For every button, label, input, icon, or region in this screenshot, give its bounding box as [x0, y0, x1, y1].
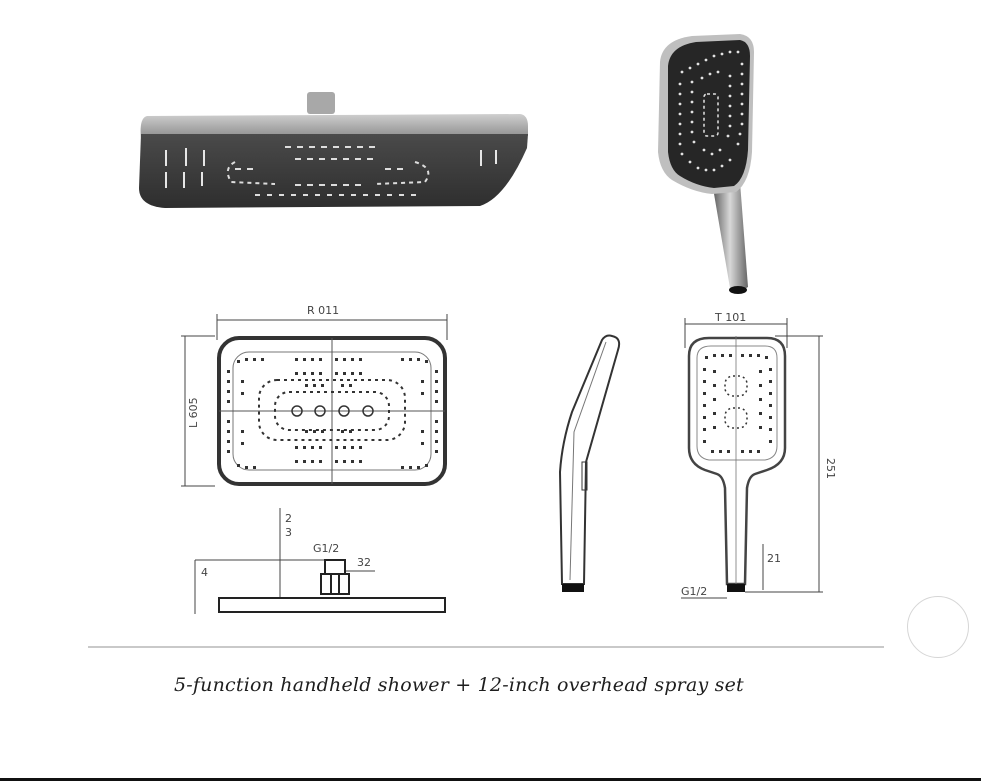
neck-dimension-label: 21: [767, 552, 781, 565]
height-label-3: 4: [201, 566, 208, 579]
product-caption: 5-function handheld shower + 12-inch ove…: [174, 674, 744, 696]
bottom-border: [0, 778, 981, 781]
connector-dimension-label: G1/2: [313, 542, 339, 555]
circle-button[interactable]: [907, 596, 969, 658]
width-dimension-label: R 011: [307, 304, 339, 317]
height-dimension-label: L 605: [187, 397, 200, 428]
height-label-1: 2: [285, 512, 292, 525]
handheld-front-drawing: T 101 251 21 G1/2: [675, 308, 840, 603]
divider-line: [88, 646, 884, 648]
nut-dimension-label: 32: [357, 556, 371, 569]
height-label-2: 3: [285, 526, 292, 539]
handheld-length-dimension-label: 251: [824, 458, 837, 479]
handheld-side-drawing: [552, 332, 627, 597]
overhead-shower-render: [135, 88, 535, 218]
handheld-shower-render: [652, 32, 762, 297]
overhead-side-drawing: 2 3 4 G1/2 32: [185, 500, 455, 620]
base-dimension-label: G1/2: [681, 585, 707, 598]
overhead-top-drawing: R 011 L 605: [175, 300, 460, 495]
handheld-width-dimension-label: T 101: [714, 311, 746, 324]
